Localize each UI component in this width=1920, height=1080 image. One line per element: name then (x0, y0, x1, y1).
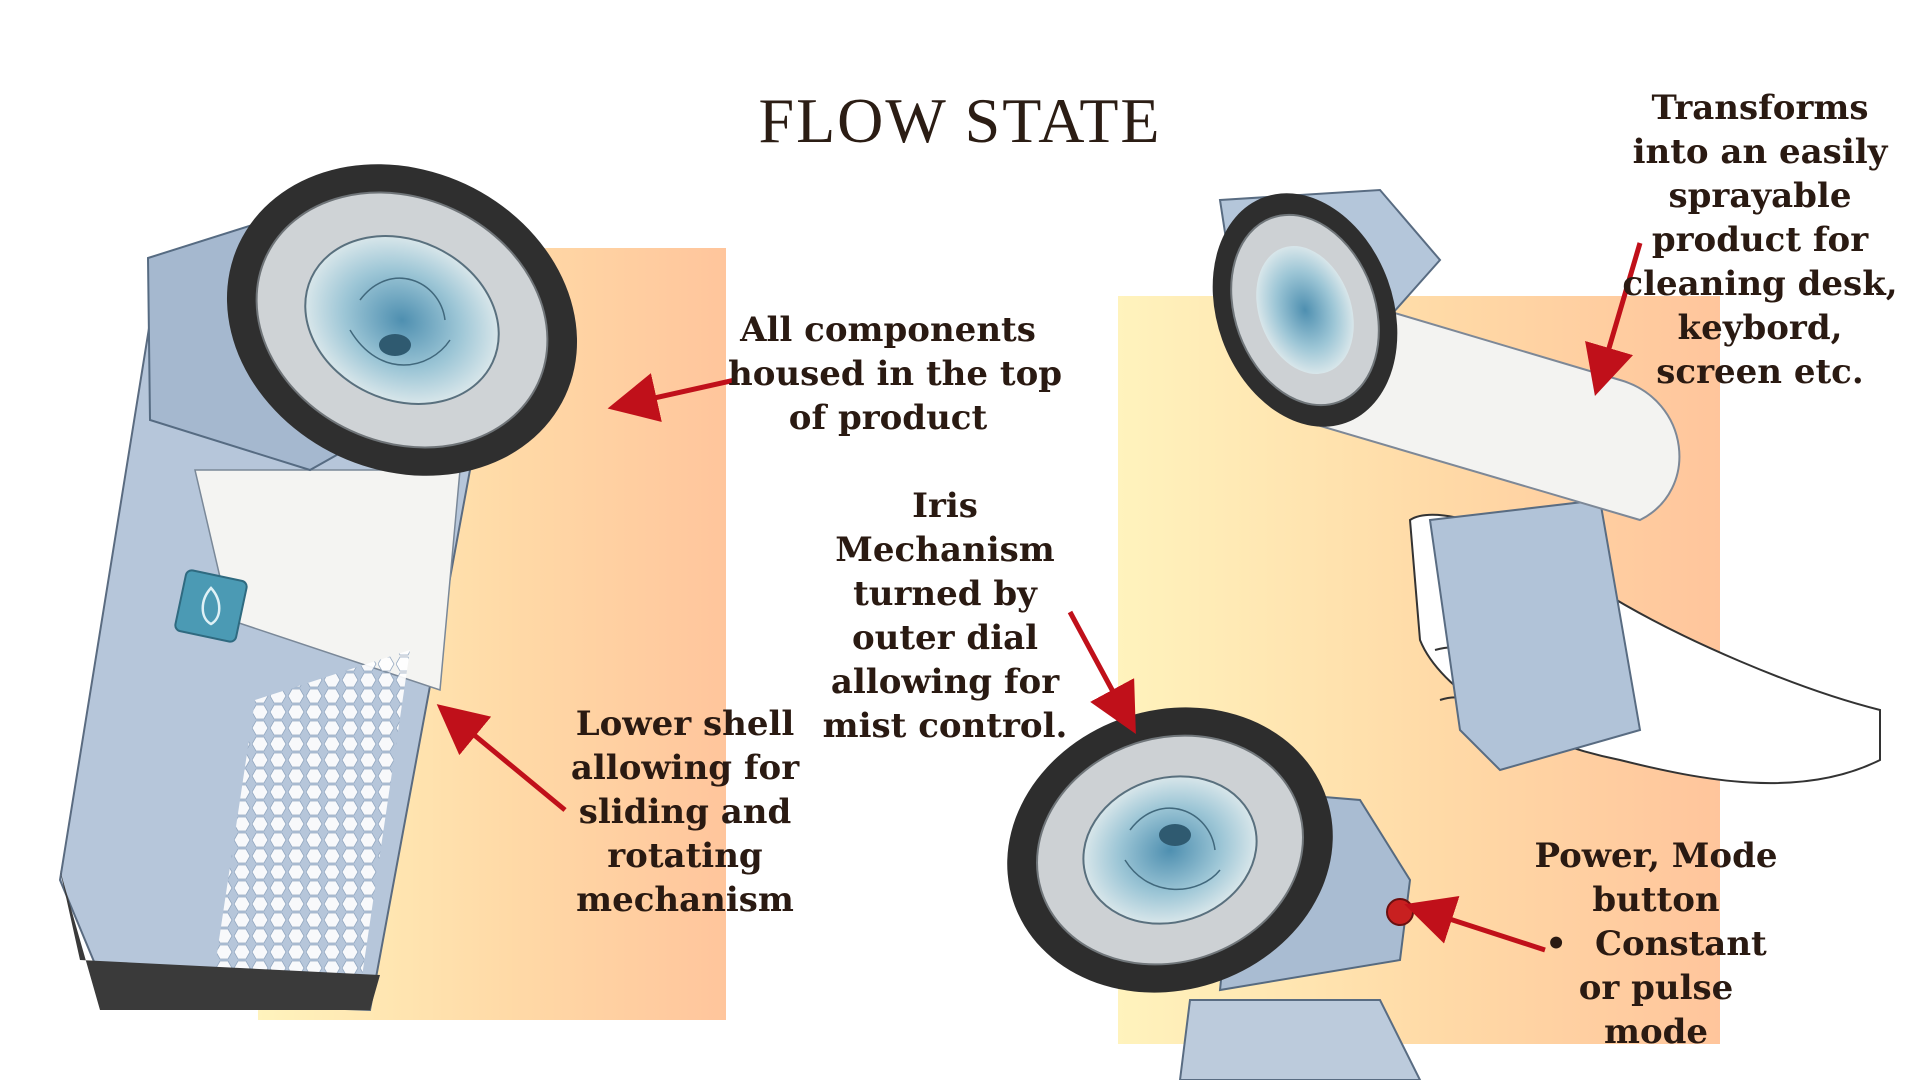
arrow-lower-shell (436, 704, 567, 812)
drop-logo-glyph (201, 586, 221, 626)
right-bottom-product (1007, 707, 1422, 1080)
annotation-transforms: Transforms into an easily sprayable prod… (1622, 88, 1898, 392)
left-product (58, 164, 578, 1012)
annotation-iris-mechanism: Iris Mechanism turned by outer dial allo… (822, 486, 1068, 746)
power-button-icon (1386, 898, 1414, 926)
right-top-iris-lens (1256, 246, 1354, 374)
right-top-grip (1428, 498, 1642, 772)
annotation-lower-shell: Lower shell allowing for sliding and rot… (570, 704, 800, 920)
arrow-transforms (1585, 242, 1643, 396)
arrow-power (1404, 895, 1546, 953)
right-bottom-body (1178, 999, 1422, 1080)
arrow-iris (1067, 610, 1136, 734)
left-base (60, 870, 380, 1010)
left-iris-center (379, 334, 411, 356)
annotation-power-mode: Power, Mode button •Constant or pulse mo… (1526, 834, 1786, 1054)
annotation-top-housing: All components housed in the top of prod… (728, 310, 1063, 438)
left-inner-sleeve (194, 469, 461, 692)
power-bullet-row: •Constant (1545, 924, 1767, 964)
left-iris-lens (304, 235, 500, 405)
right-top-product (1212, 188, 1881, 785)
drop-logo-icon (174, 569, 248, 643)
bullet-symbol: • (1545, 924, 1567, 964)
left-hex-grip (210, 650, 410, 1000)
arrow-top-housing (607, 373, 736, 422)
page-title: FLOW STATE (758, 85, 1162, 156)
annotation-arrows (436, 242, 1643, 953)
right-bottom-iris-lens (1082, 775, 1258, 925)
